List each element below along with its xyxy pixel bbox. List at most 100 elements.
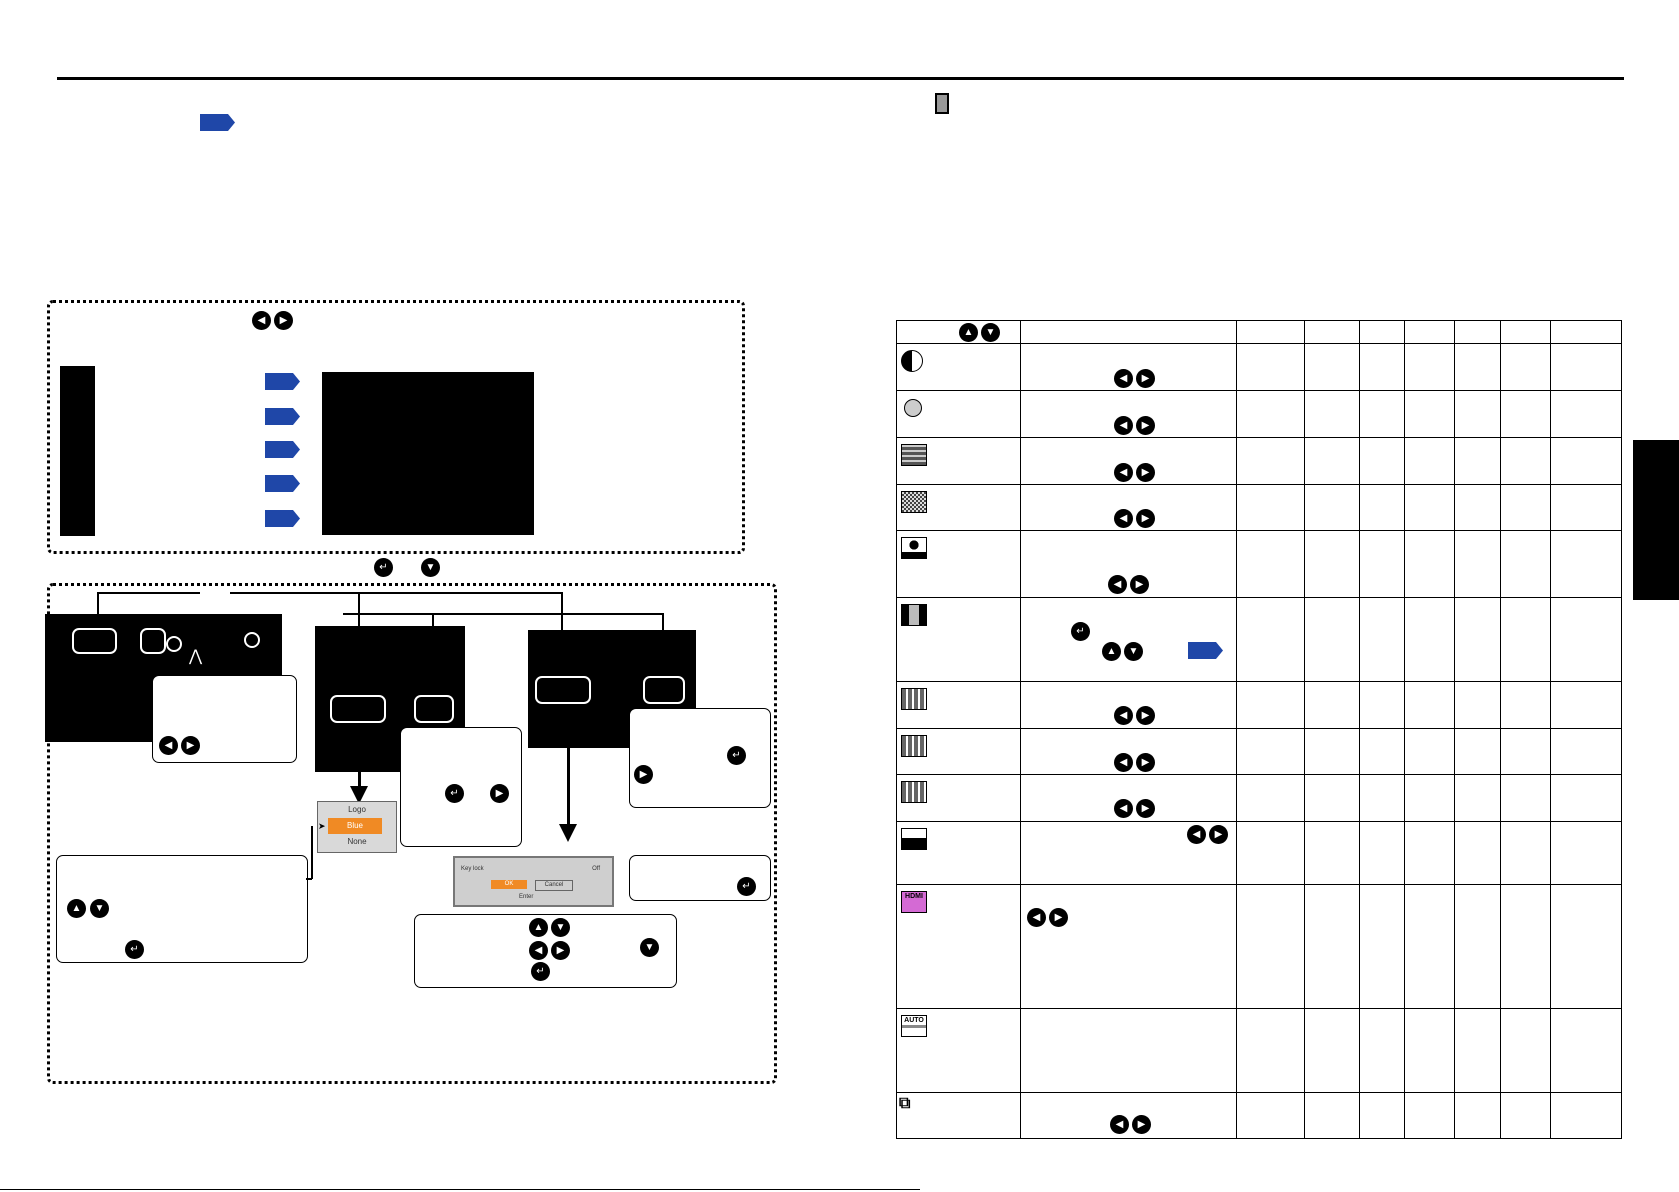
settings-table: ▲ ▼ ◀▶ ◀▶ ◀▶ ◀▶ ◀▶ ↵ ▲ ▼ [896,320,1622,1139]
left-arrow-button-icon: ◀ [1114,369,1133,388]
right-arrow-button-icon: ▶ [1136,463,1155,482]
down-arrow-icon [559,824,577,842]
key-lock-status: Off [592,866,600,872]
right-arrow-button-icon: ▶ [1136,416,1155,435]
reference-tag-icon [265,373,300,390]
table-row: ◀▶ [896,530,1622,598]
left-arrow-button-icon: ◀ [529,941,548,960]
blue-level-icon [901,781,927,803]
cancel-button[interactable]: Cancel [535,880,573,891]
connector-line [358,772,361,790]
table-row: AUTO [896,1008,1622,1093]
enter-button-icon: ↵ [737,877,756,896]
menu-screen-preview [322,372,534,535]
reference-tag-icon [200,114,235,131]
header-rule [57,77,1624,80]
down-arrow-button-icon: ▼ [981,323,1000,342]
right-arrow-button-icon: ▶ [490,784,509,803]
reference-tag-icon [265,475,300,492]
selector-arrow-icon: ➤ [318,821,326,831]
chapter-tab [1633,440,1679,600]
right-arrow-button-icon: ▶ [1136,369,1155,388]
menu-overview-box [47,300,745,554]
left-arrow-button-icon: ◀ [252,311,271,330]
connector-line [567,748,570,828]
contrast-icon [901,350,923,372]
reference-tag-icon [265,510,300,527]
highlight-frame [140,628,166,654]
right-arrow-button-icon: ▶ [1130,575,1149,594]
enter-button-icon: ↵ [125,940,144,959]
right-arrow-button-icon: ▶ [1132,1115,1151,1134]
enter-button-icon: ↵ [727,746,746,765]
reference-tag-icon [265,441,300,458]
right-arrow-button-icon: ▶ [181,736,200,755]
footer-rule [0,1189,920,1190]
background-select-popup: Logo Blue None [317,801,397,853]
connector-line [306,878,312,880]
left-arrow-button-icon: ◀ [1108,575,1127,594]
setting-detail-box [47,583,777,1084]
right-arrow-button-icon: ▶ [1049,908,1068,927]
ok-button[interactable]: OK [491,880,527,889]
left-arrow-button-icon: ◀ [159,736,178,755]
table-header-row: ▲ ▼ [896,320,1622,344]
red-level-icon [901,688,927,710]
table-row: ⧉ ◀▶ [896,1092,1622,1139]
right-arrow-button-icon: ▶ [1136,753,1155,772]
up-arrow-button-icon: ▲ [529,918,548,937]
table-row: ◀▶ [896,821,1622,885]
connector-line [343,613,663,615]
popup-option[interactable]: Logo [348,805,366,814]
down-arrow-button-icon: ▼ [551,918,570,937]
left-arrow-button-icon: ◀ [1187,825,1206,844]
tint-pattern-icon [901,491,927,513]
right-arrow-button-icon: ▶ [1209,825,1228,844]
table-row: ◀▶ [896,774,1622,822]
table-row: ◀▶ [896,343,1622,391]
right-arrow-button-icon: ▶ [274,311,293,330]
table-row: ◀▶ [896,437,1622,485]
down-arrow-button-icon: ▼ [421,558,440,577]
radio-icon [166,636,182,652]
up-arrow-button-icon: ▲ [1102,642,1121,661]
right-arrow-button-icon: ▶ [634,765,653,784]
header-cell: ▲ ▼ [896,320,1021,344]
highlight-frame [414,695,454,723]
left-arrow-button-icon: ◀ [1114,706,1133,725]
note-marker-icon [935,93,949,114]
right-arrow-button-icon: ▶ [1136,509,1155,528]
left-arrow-button-icon: ◀ [1114,753,1133,772]
reference-tag-icon [1188,642,1223,659]
right-arrow-button-icon: ▶ [1136,706,1155,725]
table-row: HDMI ◀▶ [896,884,1622,1009]
sharpness-person-icon [901,537,927,559]
highlight-frame [72,628,117,654]
green-level-icon [901,735,927,757]
highlight-frame [643,676,685,704]
table-row: ◀▶ [896,390,1622,438]
zoom-icon: ⧉ [899,1095,911,1112]
connector-line [311,826,313,879]
reference-tag-icon [265,408,300,425]
enter-button-icon: ↵ [531,962,550,981]
table-row: ◀▶ [896,728,1622,775]
left-arrow-button-icon: ◀ [1114,799,1133,818]
right-arrow-button-icon: ▶ [1136,799,1155,818]
table-row: ◀▶ [896,484,1622,531]
left-arrow-button-icon: ◀ [1027,908,1046,927]
popup-option[interactable]: None [347,837,367,846]
highlight-frame [535,676,591,704]
enter-button-icon: ↵ [374,558,393,577]
down-arrow-button-icon: ▼ [640,938,659,957]
connector-line [97,592,200,594]
popup-option-selected[interactable]: Blue [328,818,382,834]
down-arrow-button-icon: ▼ [1124,642,1143,661]
right-arrow-button-icon: ▶ [551,941,570,960]
down-arrow-button-icon: ▼ [90,899,109,918]
auto-adjust-icon: AUTO [901,1015,927,1037]
enter-button-icon: ↵ [1071,622,1090,641]
key-lock-dialog: Key lock Off OK Cancel Enter [453,856,614,907]
color-bars-icon [901,444,927,466]
menu-tab-strip [60,366,95,536]
